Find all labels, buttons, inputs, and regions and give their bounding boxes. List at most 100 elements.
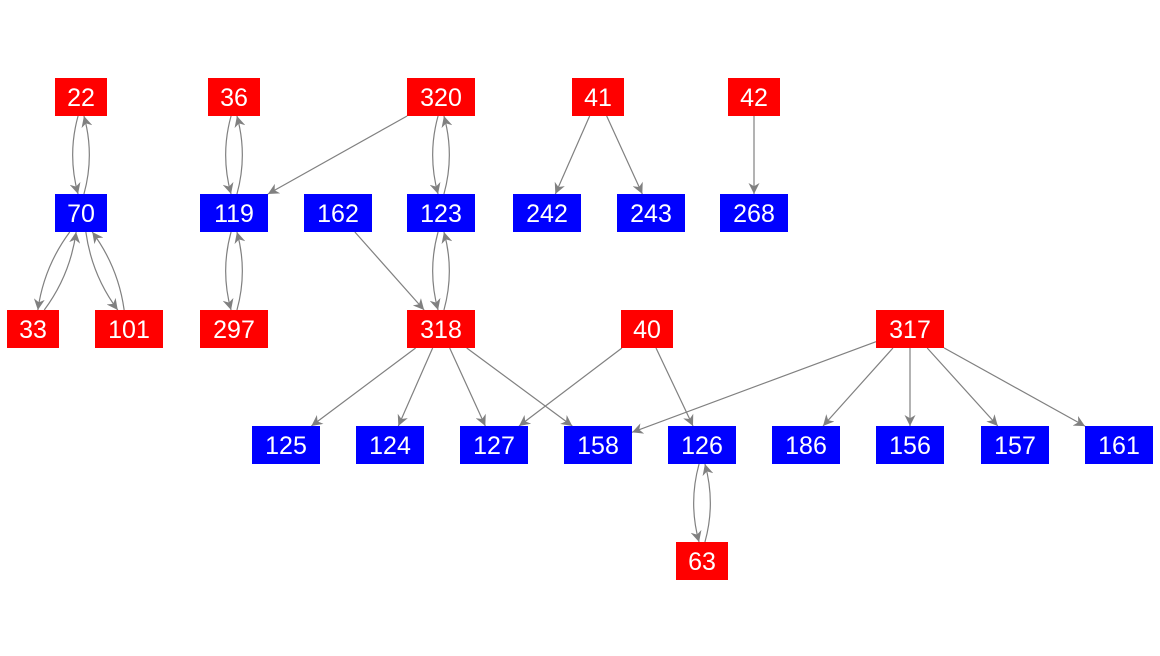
- node-126: 126: [668, 426, 736, 464]
- node-label: 297: [213, 316, 255, 344]
- edge-126-to-63: [690, 463, 702, 543]
- node-42: 42: [728, 78, 780, 116]
- node-123: 123: [407, 194, 475, 232]
- node-label: 243: [630, 200, 672, 228]
- node-33: 33: [7, 310, 59, 348]
- node-box: [572, 78, 624, 116]
- node-box: [252, 426, 320, 464]
- node-317: 317: [876, 310, 944, 348]
- node-161: 161: [1085, 426, 1153, 464]
- node-box: [407, 78, 475, 116]
- node-268: 268: [720, 194, 788, 232]
- node-box: [460, 426, 528, 464]
- node-box: [772, 426, 840, 464]
- edge-123-to-320: [441, 115, 453, 195]
- edge-70-to-33: [33, 231, 71, 311]
- node-box: [200, 194, 268, 232]
- node-label: 158: [577, 432, 619, 460]
- node-box: [407, 194, 475, 232]
- node-box: [513, 194, 581, 232]
- node-label: 126: [681, 432, 723, 460]
- node-label: 268: [733, 200, 775, 228]
- edge-320-to-119: [267, 115, 408, 195]
- node-box: [676, 542, 728, 580]
- node-36: 36: [208, 78, 260, 116]
- edge-36-to-119: [222, 115, 234, 195]
- node-label: 320: [420, 84, 462, 112]
- node-label: 33: [19, 316, 47, 344]
- node-162: 162: [304, 194, 372, 232]
- node-box: [728, 78, 780, 116]
- edge-41-to-242: [554, 115, 591, 195]
- node-125: 125: [252, 426, 320, 464]
- node-label: 101: [108, 316, 150, 344]
- edge-317-to-186: [822, 347, 894, 427]
- node-label: 119: [214, 200, 254, 228]
- node-label: 317: [889, 316, 931, 344]
- edge-63-to-126: [702, 463, 714, 543]
- edge-70-to-22: [81, 115, 93, 195]
- node-box: [7, 310, 59, 348]
- node-label: 123: [420, 200, 462, 228]
- edge-320-to-123: [429, 115, 441, 195]
- node-label: 124: [369, 432, 411, 460]
- edge-119-to-36: [234, 115, 246, 195]
- edge-318-to-158: [466, 347, 573, 427]
- edge-123-to-318: [429, 231, 441, 311]
- node-label: 41: [584, 84, 612, 112]
- edge-317-to-157: [926, 347, 999, 427]
- node-box: [208, 78, 260, 116]
- node-label: 186: [785, 432, 827, 460]
- node-label: 242: [526, 200, 568, 228]
- node-box: [617, 194, 685, 232]
- edge-318-to-124: [397, 347, 434, 427]
- node-label: 318: [420, 316, 462, 344]
- edge-70-to-101: [85, 231, 119, 311]
- node-label: 156: [889, 432, 931, 460]
- edge-317-to-161: [943, 347, 1086, 427]
- node-box: [55, 194, 107, 232]
- node-box: [1085, 426, 1153, 464]
- node-box: [200, 310, 268, 348]
- edge-318-to-127: [449, 347, 486, 427]
- node-box: [876, 426, 944, 464]
- edge-318-to-125: [311, 347, 416, 427]
- node-box: [407, 310, 475, 348]
- node-box: [668, 426, 736, 464]
- node-box: [981, 426, 1049, 464]
- node-label: 125: [265, 432, 307, 460]
- edge-317-to-158: [631, 341, 877, 434]
- node-243: 243: [617, 194, 685, 232]
- edge-119-to-297: [222, 231, 234, 311]
- node-label: 63: [688, 548, 716, 576]
- node-box: [564, 426, 632, 464]
- edge-33-to-70: [43, 231, 81, 311]
- node-320: 320: [407, 78, 475, 116]
- node-119: 119: [200, 194, 268, 232]
- edge-318-to-123: [441, 231, 453, 311]
- node-label: 36: [220, 84, 248, 112]
- node-124: 124: [356, 426, 424, 464]
- node-label: 161: [1098, 432, 1140, 460]
- node-box: [876, 310, 944, 348]
- node-box: [621, 310, 673, 348]
- edge-40-to-127: [518, 347, 623, 427]
- node-40: 40: [621, 310, 673, 348]
- node-22: 22: [55, 78, 107, 116]
- node-127: 127: [460, 426, 528, 464]
- edge-162-to-318: [354, 231, 425, 311]
- node-242: 242: [513, 194, 581, 232]
- node-box: [95, 310, 163, 348]
- node-label: 127: [473, 432, 515, 460]
- node-41: 41: [572, 78, 624, 116]
- node-101: 101: [95, 310, 163, 348]
- node-label: 157: [994, 432, 1036, 460]
- edge-101-to-70: [91, 231, 125, 311]
- edge-297-to-119: [234, 231, 246, 311]
- node-156: 156: [876, 426, 944, 464]
- node-157: 157: [981, 426, 1049, 464]
- node-label: 162: [317, 200, 359, 228]
- node-label: 22: [67, 84, 95, 112]
